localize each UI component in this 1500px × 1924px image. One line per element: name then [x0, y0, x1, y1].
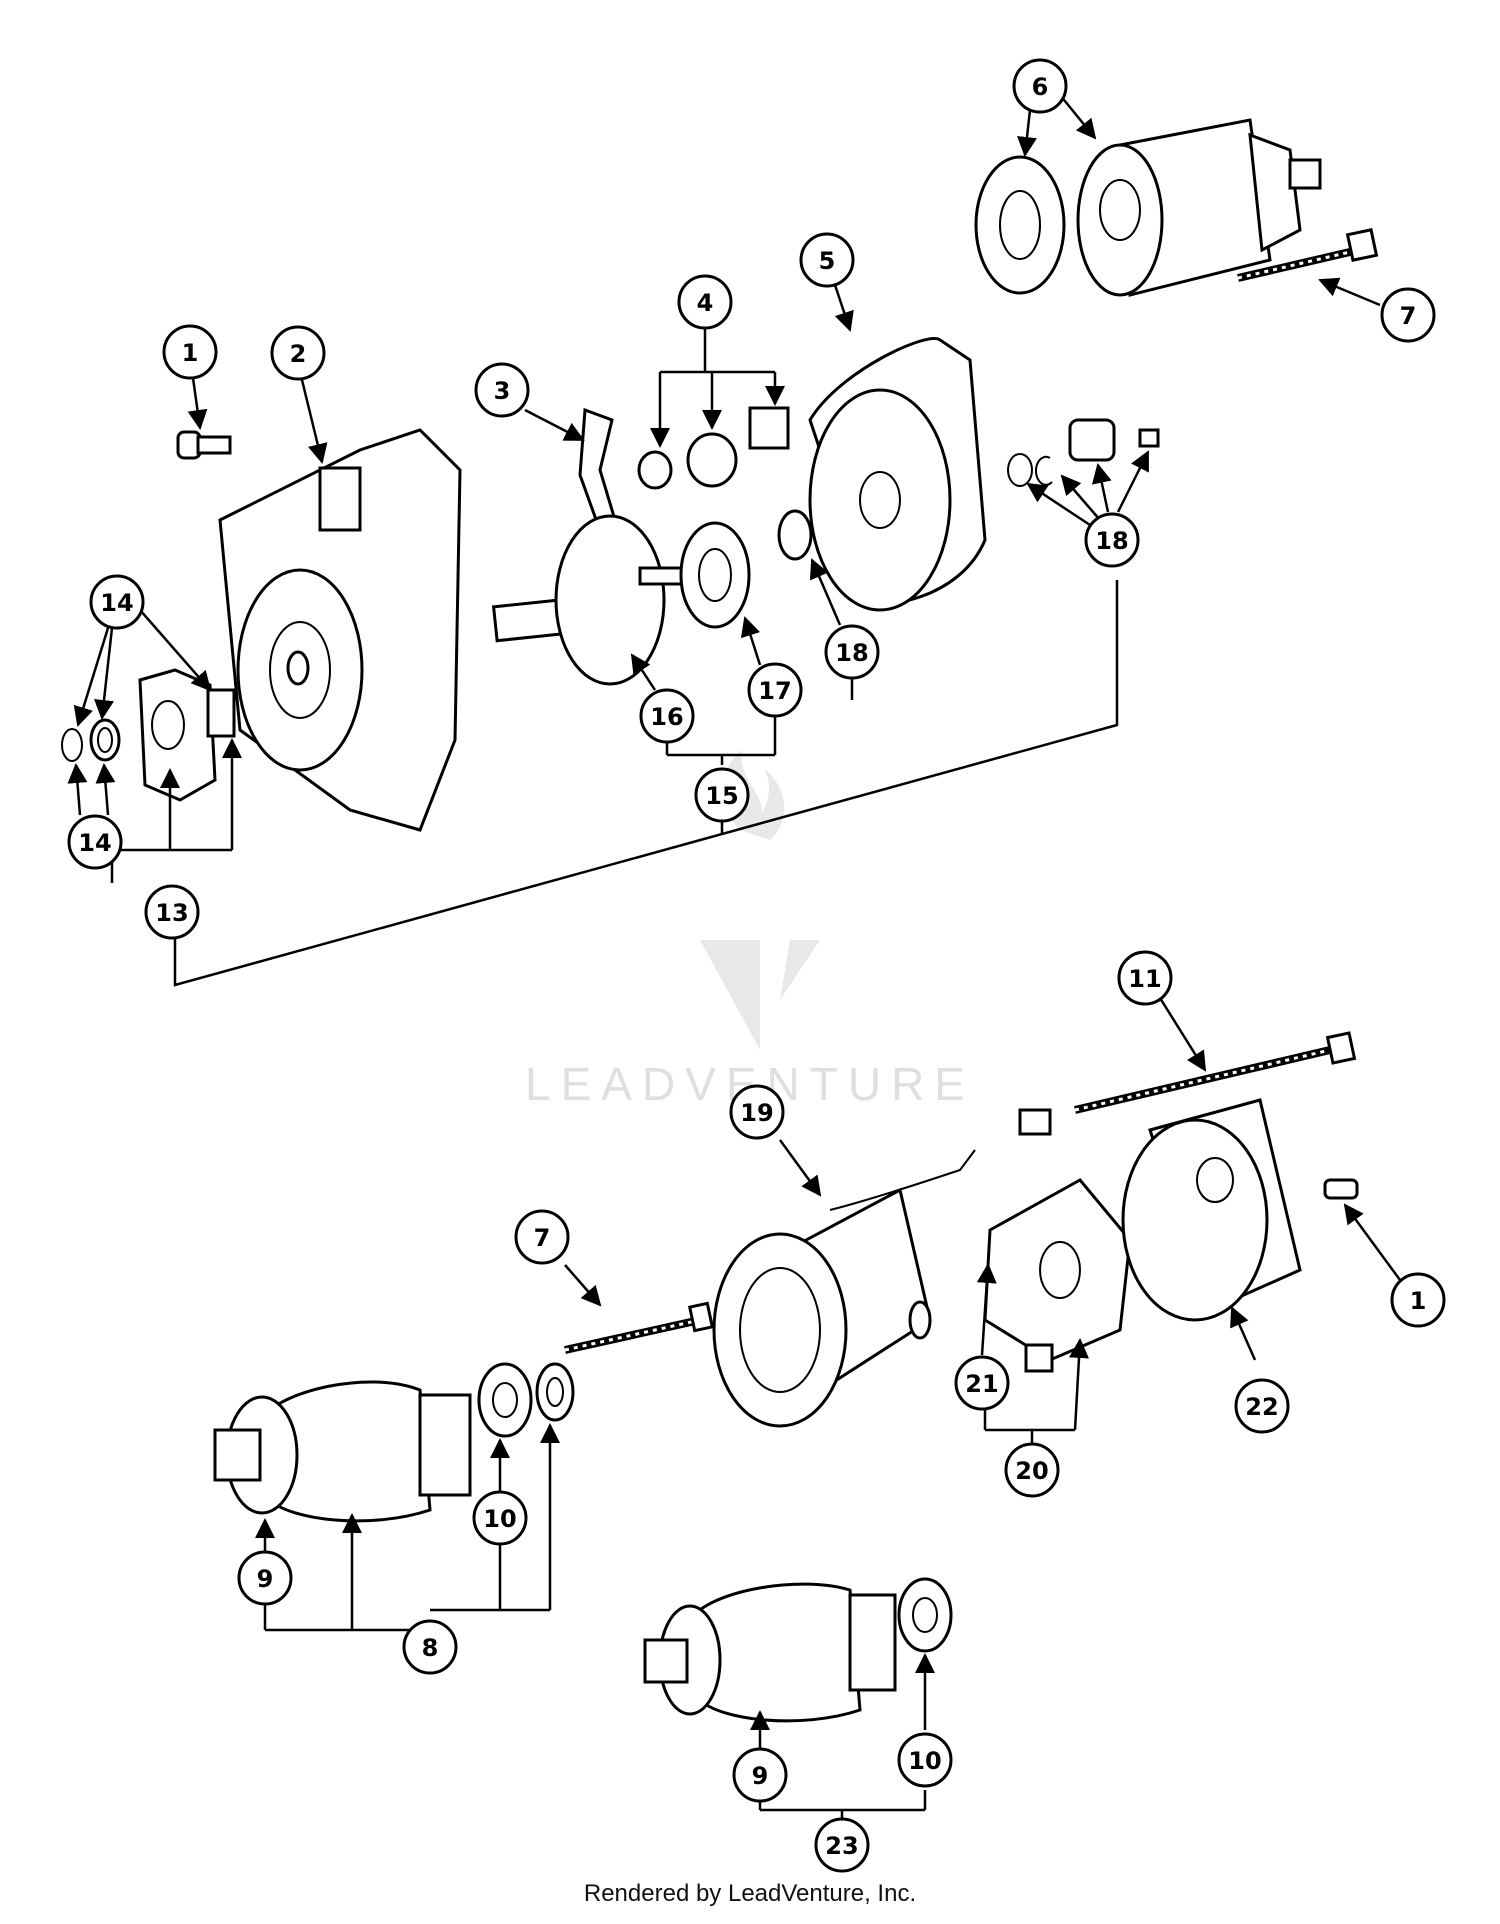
callout-1-bottom: 1	[1390, 1272, 1446, 1328]
callout-5: 5	[799, 232, 855, 288]
part-through-bolt-bottom	[564, 1301, 715, 1354]
svg-text:18: 18	[1095, 527, 1128, 555]
svg-text:20: 20	[1015, 1457, 1048, 1485]
svg-text:5: 5	[819, 247, 836, 275]
svg-text:1: 1	[1410, 1287, 1427, 1315]
part-thrust-washer	[535, 1362, 575, 1422]
part-small-fittings	[1007, 418, 1160, 487]
part-center-housing	[808, 337, 987, 612]
callout-17: 17	[747, 662, 803, 718]
callout-16: 16	[639, 688, 695, 744]
svg-text:10: 10	[908, 1747, 941, 1775]
callout-13: 13	[144, 884, 200, 940]
callout-2: 2	[270, 325, 326, 381]
part-reduction-gear	[679, 521, 751, 629]
svg-text:16: 16	[650, 703, 683, 731]
callout-9-top: 9	[237, 1550, 293, 1606]
svg-text:2: 2	[290, 340, 307, 368]
part-pinion-assembly	[61, 668, 236, 802]
callout-6: 6	[1012, 58, 1068, 114]
svg-text:18: 18	[835, 639, 868, 667]
svg-text:10: 10	[483, 1505, 516, 1533]
svg-text:11: 11	[1128, 965, 1161, 993]
part-bearing-top	[477, 1362, 533, 1438]
svg-text:7: 7	[534, 1224, 551, 1252]
svg-text:8: 8	[422, 1634, 439, 1662]
part-end-cover	[1121, 1098, 1302, 1322]
callout-10-bottom: 10	[897, 1732, 953, 1788]
svg-text:15: 15	[705, 782, 738, 810]
svg-text:21: 21	[965, 1370, 998, 1398]
part-bearing-bottom	[897, 1577, 953, 1653]
part-armature	[213, 1380, 472, 1523]
callout-3: 3	[474, 362, 530, 418]
part-armature-alt	[643, 1582, 897, 1723]
callout-21: 21	[954, 1355, 1010, 1411]
callout-19: 19	[729, 1084, 785, 1140]
callout-22: 22	[1234, 1378, 1290, 1434]
callout-7-top: 7	[1380, 287, 1436, 343]
callout-11: 11	[1117, 950, 1173, 1006]
svg-text:6: 6	[1032, 73, 1049, 101]
svg-text:14: 14	[100, 589, 133, 617]
part-yoke	[712, 1149, 976, 1428]
svg-text:17: 17	[758, 677, 791, 705]
part-screw-top	[176, 430, 232, 460]
callout-18-middle: 18	[824, 624, 880, 680]
svg-text:9: 9	[257, 1565, 274, 1593]
part-through-bolt-top	[1237, 228, 1379, 282]
svg-text:3: 3	[494, 377, 511, 405]
callout-23: 23	[814, 1817, 870, 1873]
footer-credit: Rendered by LeadVenture, Inc.	[583, 1880, 917, 1907]
part-pinion-shaft	[491, 514, 687, 686]
callout-14-top: 14	[89, 574, 145, 630]
callout-15: 15	[694, 767, 750, 823]
callout-20: 20	[1004, 1442, 1060, 1498]
svg-text:13: 13	[155, 899, 188, 927]
part-brush-holder	[983, 1108, 1132, 1362]
svg-text:22: 22	[1245, 1393, 1278, 1421]
part-brush	[1024, 1343, 1054, 1373]
callout-18-right: 18	[1084, 512, 1140, 568]
part-shift-lever	[578, 407, 617, 527]
part-solenoid	[974, 118, 1322, 297]
svg-text:19: 19	[740, 1099, 773, 1127]
callout-9-bottom: 9	[732, 1747, 788, 1803]
svg-text:9: 9	[752, 1762, 769, 1790]
part-washer	[777, 509, 813, 561]
watermark-logo: LEADVENTURE	[525, 750, 965, 1110]
callout-4: 4	[677, 274, 733, 330]
part-long-through-bolt	[1074, 1031, 1357, 1114]
callout-10-top: 10	[472, 1490, 528, 1546]
callouts: 1 2 3 4 5 6 7 14 14 13 16 17 18 18 15 11…	[67, 58, 1446, 1873]
part-spring-set	[637, 406, 790, 490]
part-screw-bottom	[1323, 1178, 1359, 1200]
svg-text:14: 14	[78, 829, 111, 857]
svg-text:1: 1	[182, 339, 199, 367]
part-drive-housing	[218, 428, 462, 832]
callout-7-bottom: 7	[514, 1209, 570, 1265]
callout-14-bottom: 14	[67, 814, 123, 870]
svg-text:23: 23	[825, 1832, 858, 1860]
callout-1-top: 1	[162, 324, 218, 380]
svg-text:4: 4	[697, 289, 714, 317]
svg-text:7: 7	[1400, 302, 1417, 330]
callout-8: 8	[402, 1619, 458, 1675]
